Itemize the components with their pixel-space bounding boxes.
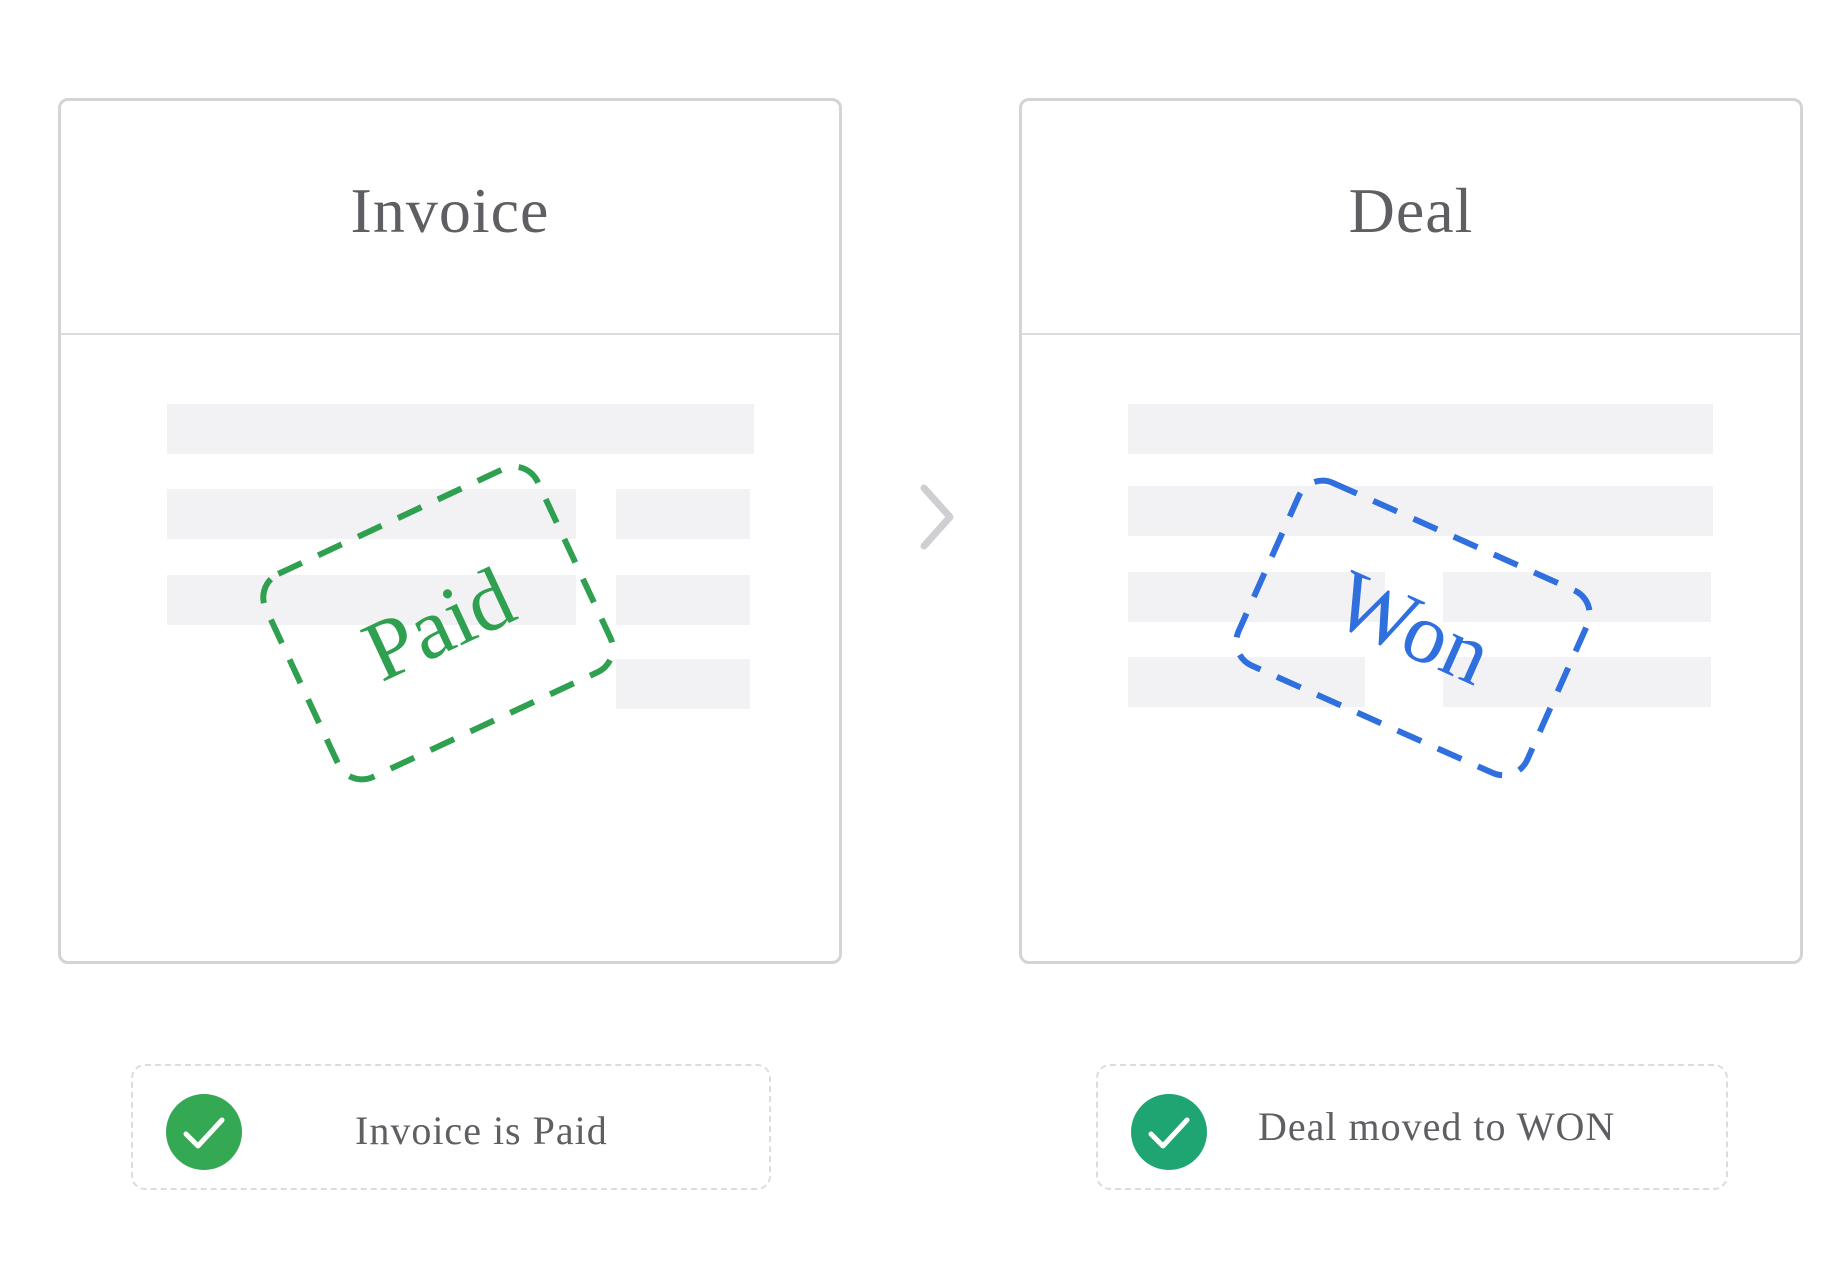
won-stamp-border bbox=[1233, 477, 1593, 779]
chevron-right-icon bbox=[920, 484, 954, 550]
placeholder-line bbox=[167, 404, 754, 454]
paid-stamp-border bbox=[260, 463, 616, 783]
deal-card-header: Deal bbox=[1022, 101, 1800, 335]
invoice-status-item: Invoice is Paid bbox=[131, 1064, 771, 1190]
check-circle-icon bbox=[1131, 1094, 1207, 1170]
placeholder-line bbox=[616, 575, 750, 625]
placeholder-line bbox=[167, 575, 576, 625]
invoice-card: Invoice Paid bbox=[58, 98, 842, 964]
invoice-card-header: Invoice bbox=[61, 101, 839, 335]
placeholder-line bbox=[1128, 486, 1713, 536]
deal-status-label: Deal moved to WON bbox=[1258, 1104, 1616, 1149]
check-circle-icon bbox=[166, 1094, 242, 1170]
paid-stamp-label: Paid bbox=[349, 548, 528, 700]
placeholder-line bbox=[616, 659, 750, 709]
placeholder-line bbox=[1443, 657, 1711, 707]
deal-status-item: Deal moved to WON bbox=[1096, 1064, 1728, 1190]
won-stamp: Won bbox=[1233, 477, 1593, 779]
deal-card-title: Deal bbox=[1348, 175, 1474, 246]
invoice-status-label: Invoice is Paid bbox=[355, 1108, 608, 1153]
placeholder-line bbox=[616, 489, 750, 539]
placeholder-line bbox=[1128, 404, 1713, 454]
paid-stamp: Paid bbox=[260, 463, 616, 783]
deal-card: Deal Won bbox=[1019, 98, 1803, 964]
won-stamp-label: Won bbox=[1321, 551, 1506, 704]
invoice-card-title: Invoice bbox=[350, 175, 550, 246]
placeholder-line bbox=[1443, 572, 1711, 622]
